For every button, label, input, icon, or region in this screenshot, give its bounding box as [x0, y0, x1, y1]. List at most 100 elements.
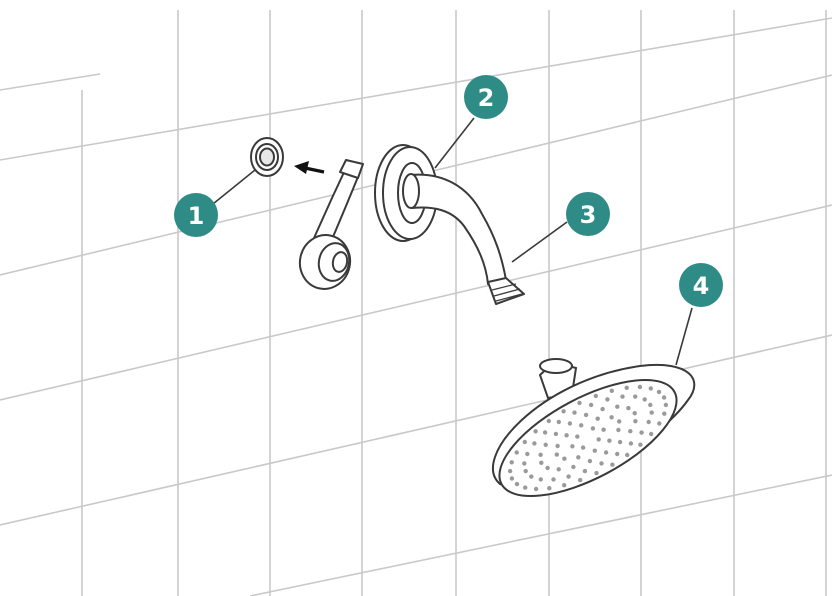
- nozzle-dot: [615, 405, 619, 409]
- nozzle-dot: [620, 394, 624, 398]
- nozzle-dot: [547, 486, 551, 490]
- nozzle-dot: [662, 395, 666, 399]
- nozzle-dot: [571, 465, 575, 469]
- nozzle-dot: [572, 410, 576, 414]
- nozzle-dot: [617, 419, 621, 423]
- callout-4: 4: [679, 263, 723, 307]
- nozzle-dot: [555, 452, 559, 456]
- nozzle-dot: [547, 419, 551, 423]
- nozzle-dot: [579, 423, 583, 427]
- nozzle-dot: [578, 478, 582, 482]
- callout-2-label: 2: [478, 84, 495, 112]
- nozzle-dot: [649, 432, 653, 436]
- nozzle-dot: [510, 476, 514, 480]
- nozzle-dot: [604, 450, 608, 454]
- nozzle-dot: [562, 483, 566, 487]
- nozzle-dot: [525, 452, 529, 456]
- nozzle-dot: [638, 385, 642, 389]
- nozzle-dot: [594, 394, 598, 398]
- nozzle-dot: [534, 487, 538, 491]
- nozzle-dot: [538, 453, 542, 457]
- nozzle-dot: [664, 403, 668, 407]
- nozzle-dot: [557, 420, 561, 424]
- nozzle-dot: [508, 469, 512, 473]
- nozzle-dot: [648, 403, 652, 407]
- nozzle-dot: [557, 467, 561, 471]
- nozzle-dot: [515, 482, 519, 486]
- nozzle-dot: [629, 441, 633, 445]
- nozzle-dot: [584, 413, 588, 417]
- nozzle-dot: [638, 443, 642, 447]
- nozzle-dot: [639, 430, 643, 434]
- callout-3-label: 3: [580, 201, 597, 229]
- nozzle-dot: [522, 461, 526, 465]
- callout-1: 1: [174, 193, 218, 237]
- nozzle-dot: [566, 474, 570, 478]
- nozzle-dot: [555, 444, 559, 448]
- nozzle-dot: [533, 429, 537, 433]
- nozzle-dot: [524, 469, 528, 473]
- nozzle-dot: [610, 389, 614, 393]
- nozzle-dot: [600, 407, 604, 411]
- nozzle-dot: [523, 485, 527, 489]
- nozzle-dot: [594, 471, 598, 475]
- nozzle-dot: [591, 426, 595, 430]
- nozzle-dot: [562, 457, 566, 461]
- nozzle-dot: [588, 459, 592, 463]
- shower-arm-part: [403, 174, 524, 304]
- callout-2: 2: [464, 75, 508, 119]
- nozzle-dot: [626, 406, 630, 410]
- nozzle-dot: [510, 460, 514, 464]
- nozzle-dot: [628, 429, 632, 433]
- nozzle-dot: [625, 453, 629, 457]
- nozzle-dot: [545, 466, 549, 470]
- nozzle-dot: [539, 477, 543, 481]
- nozzle-dot: [643, 397, 647, 401]
- nozzle-dot: [589, 403, 593, 407]
- nozzle-dot: [544, 443, 548, 447]
- nozzle-dot: [515, 450, 519, 454]
- nozzle-dot: [662, 412, 666, 416]
- nozzle-dot: [633, 419, 637, 423]
- nozzle-dot: [529, 474, 533, 478]
- direction-arrow-icon: [294, 161, 324, 174]
- nozzle-dot: [543, 430, 547, 434]
- nozzle-dot: [577, 401, 581, 405]
- nozzle-dot: [601, 428, 605, 432]
- nozzle-dot: [599, 461, 603, 465]
- nozzle-dot: [616, 428, 620, 432]
- nozzle-dot: [561, 409, 565, 413]
- nozzle-dot: [609, 415, 613, 419]
- nozzle-dot: [605, 397, 609, 401]
- nozzle-dot: [593, 449, 597, 453]
- nozzle-dot: [581, 445, 585, 449]
- nozzle-dot: [657, 421, 661, 425]
- nozzle-dot: [649, 386, 653, 390]
- callout-3: 3: [566, 192, 610, 236]
- nozzle-dot: [532, 441, 536, 445]
- nozzle-dot: [633, 394, 637, 398]
- nozzle-dot: [568, 421, 572, 425]
- nozzle-dot: [607, 439, 611, 443]
- callout-1-label: 1: [188, 202, 205, 230]
- nozzle-dot: [610, 463, 614, 467]
- nozzle-dot: [633, 411, 637, 415]
- nozzle-dot: [570, 444, 574, 448]
- nozzle-dot: [650, 410, 654, 414]
- wrench-tool: [295, 160, 363, 294]
- nozzle-dot: [551, 477, 555, 481]
- nozzle-dot: [625, 386, 629, 390]
- nozzle-dot: [657, 390, 661, 394]
- nozzle-dot: [615, 452, 619, 456]
- nozzle-dot: [554, 432, 558, 436]
- nozzle-dot: [539, 461, 543, 465]
- washer-part: [251, 138, 283, 176]
- nozzle-dot: [618, 440, 622, 444]
- nozzle-dot: [575, 434, 579, 438]
- nozzle-dot: [596, 417, 600, 421]
- nozzle-dot: [564, 433, 568, 437]
- callout-4-label: 4: [693, 272, 710, 300]
- nozzle-dot: [597, 437, 601, 441]
- nozzle-dot: [523, 440, 527, 444]
